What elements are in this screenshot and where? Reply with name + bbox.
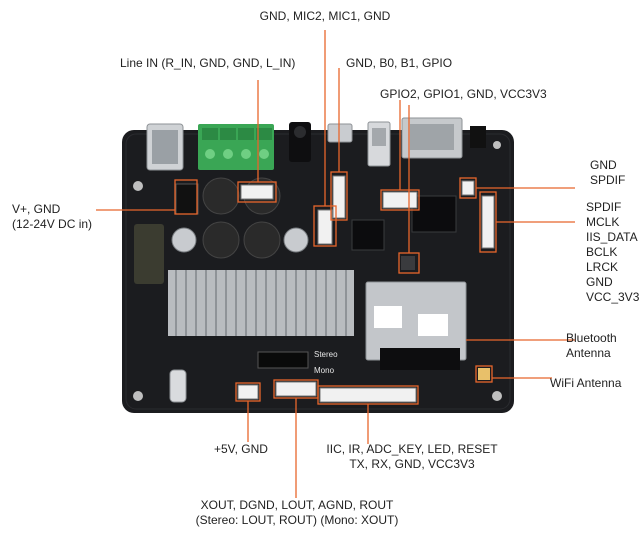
label-bluetooth: Bluetooth Antenna	[566, 331, 617, 360]
label-wifi: WiFi Antenna	[550, 376, 622, 390]
label-gpio-vcc: GPIO2, GPIO1, GND, VCC3V3	[380, 87, 547, 101]
label-mic-pins: GND, MIC2, MIC1, GND	[259, 9, 391, 23]
label-power-in: V+, GND (12-24V DC in)	[12, 202, 93, 231]
ethernet-port	[401, 117, 463, 159]
callout-lines	[96, 30, 575, 498]
audio-jack	[289, 122, 311, 162]
label-spdif-gnd: GND SPDIF	[590, 158, 626, 187]
green-terminal-block	[198, 124, 274, 170]
wifi-module	[365, 281, 467, 370]
label-usb-power: +5V, GND	[214, 442, 268, 456]
label-iic-bus: IIC, IR, ADC_KEY, LED, RESET TX, RX, GND…	[326, 442, 498, 471]
micro-usb	[327, 123, 353, 143]
slide-switch	[367, 121, 391, 167]
label-i2s-pins: SPDIF MCLK IIS_DATA BCLK LRCK GND VCC_3V…	[586, 200, 640, 304]
mono-marking: Mono	[314, 366, 335, 375]
stereo-marking: Stereo	[314, 350, 338, 359]
label-gpio-b: GND, B0, B1, GPIO	[346, 56, 453, 70]
heatsink	[168, 270, 354, 336]
label-line-in: Line IN (R_IN, GND, GND, L_IN)	[120, 56, 296, 70]
inductors	[202, 177, 281, 259]
dc-jack	[146, 123, 184, 171]
push-button	[470, 126, 486, 148]
headers	[175, 175, 495, 403]
main-chip	[351, 219, 385, 251]
capacitors	[134, 224, 309, 284]
side-usb	[169, 369, 187, 403]
label-audio-out: XOUT, DGND, LOUT, AGND, ROUT (Stereo: LO…	[195, 498, 399, 527]
